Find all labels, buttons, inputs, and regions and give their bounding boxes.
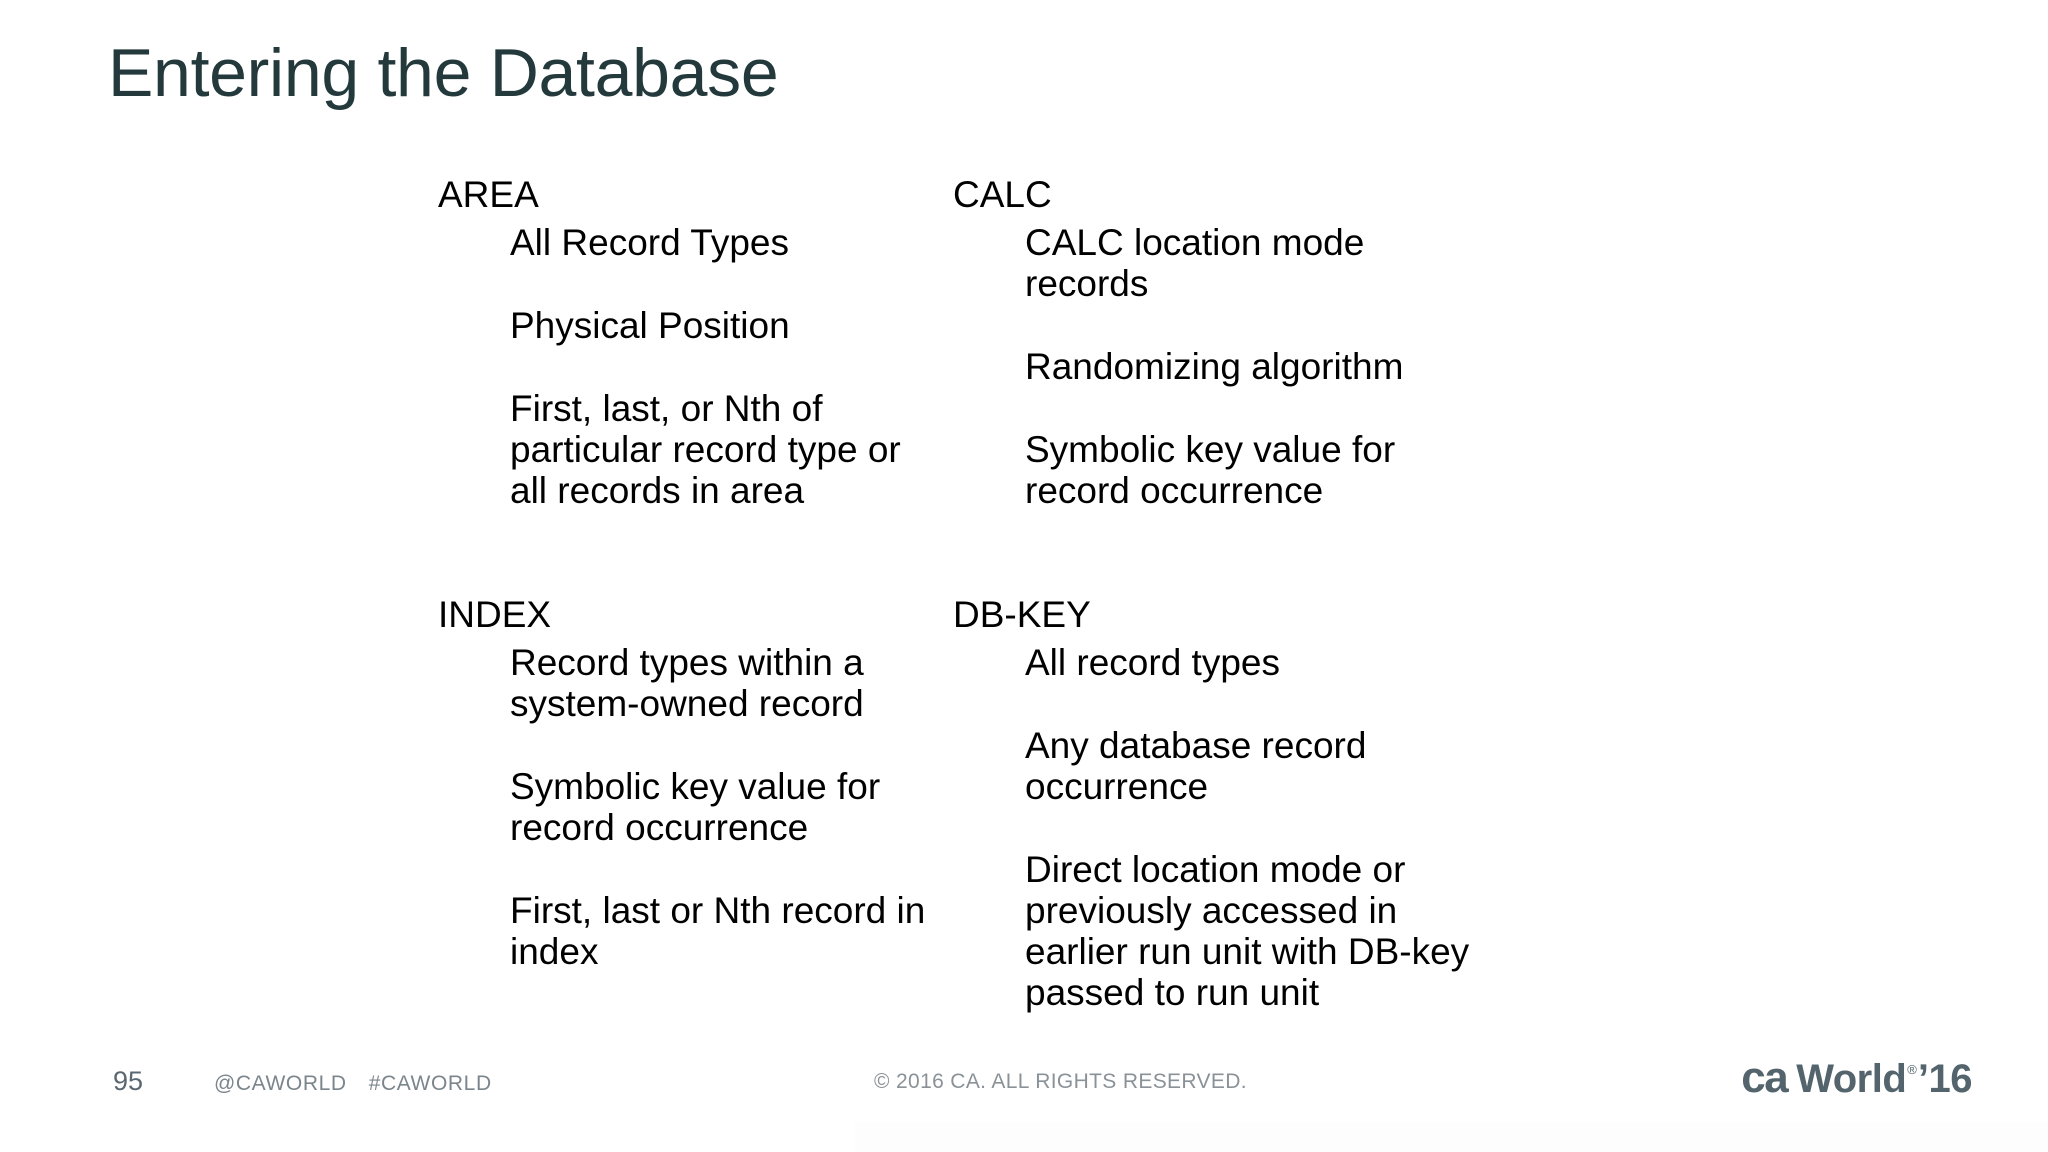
logo-ca-text: ca — [1741, 1053, 1788, 1102]
ca-world-logo: ca World ® ’16 — [1741, 1056, 1972, 1100]
list-item-line: previously accessed in — [1025, 890, 1398, 931]
list-item-line: CALC location mode — [1025, 222, 1365, 263]
list-item-line: Physical Position — [510, 305, 790, 346]
list-item-line: First, last or Nth record in — [510, 890, 926, 931]
list-item-line: All Record Types — [510, 222, 789, 263]
list-item-line: occurrence — [1025, 766, 1209, 807]
footer-divider — [855, 1122, 2048, 1152]
list-item-line: all records in area — [510, 470, 805, 511]
list-item-line: index — [510, 931, 599, 972]
list-item-line: Symbolic key value for — [510, 766, 881, 807]
list-item-line: Randomizing algorithm — [1025, 346, 1404, 387]
list-item: All Record Types — [510, 222, 918, 263]
registered-trademark-icon: ® — [1907, 1062, 1917, 1077]
twitter-handle: @CAWORLD — [214, 1072, 347, 1095]
list-item: Physical Position — [510, 305, 918, 346]
list-item-line: Record types within a — [510, 642, 864, 683]
list-item-line: particular record type or — [510, 429, 901, 470]
logo-world-text: World — [1796, 1057, 1907, 1101]
copyright-notice: © 2016 CA. ALL RIGHTS RESERVED. — [874, 1070, 1247, 1093]
list-item: All record types — [1025, 642, 1453, 683]
logo-year-text: ’16 — [1917, 1057, 1973, 1101]
slide-footer: 95 @CAWORLD #CAWORLD © 2016 CA. ALL RIGHT… — [0, 1026, 2048, 1152]
group-heading: CALC — [953, 174, 1052, 215]
list-item-line: Any database record — [1025, 725, 1367, 766]
list-item-line: Symbolic key value for — [1025, 429, 1396, 470]
list-item-line: First, last, or Nth of — [510, 388, 823, 429]
list-item-line: record occurrence — [510, 807, 809, 848]
page-number: 95 — [113, 1066, 144, 1096]
list-item-line: Direct location mode or — [1025, 849, 1406, 890]
list-item-line: All record types — [1025, 642, 1280, 683]
group-heading: INDEX — [438, 594, 552, 635]
group-heading: AREA — [438, 174, 539, 215]
social-tags: @CAWORLD #CAWORLD — [214, 1072, 492, 1096]
list-item-line: earlier run unit with DB-key — [1025, 931, 1470, 972]
list-item: Randomizing algorithm — [1025, 346, 1453, 387]
page-title: Entering the Database — [108, 35, 779, 111]
list-item-line: system-owned record — [510, 683, 864, 724]
list-item-line: records — [1025, 263, 1149, 304]
list-item-line: record occurrence — [1025, 470, 1324, 511]
group-heading: DB-KEY — [953, 594, 1091, 635]
hashtag: #CAWORLD — [368, 1072, 492, 1095]
list-item-line: passed to run unit — [1025, 972, 1320, 1013]
